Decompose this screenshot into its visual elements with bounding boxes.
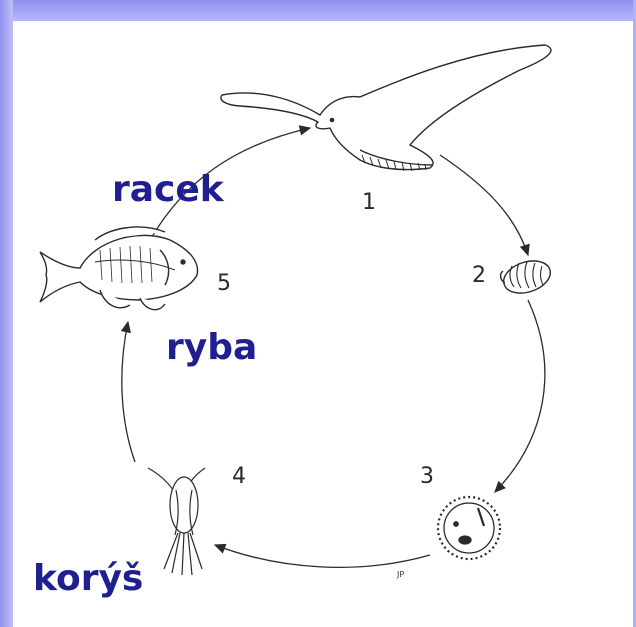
arrow-crustacean-to-fish (120, 320, 136, 463)
label-crustacean: korýš (33, 558, 144, 599)
stage-number-4: 4 (232, 464, 246, 489)
slide-frame-left (0, 0, 13, 627)
arrow-fish-to-gull (149, 125, 312, 241)
crustacean-illustration (147, 467, 206, 576)
label-gull: racek (112, 169, 224, 210)
stage-number-1: 1 (362, 190, 376, 215)
gull-illustration (220, 44, 552, 172)
slide-frame-top (0, 0, 636, 21)
fish-illustration (39, 226, 199, 311)
arrow-gull-to-egg (439, 154, 530, 257)
arrow-larva-to-crustacean (213, 543, 431, 568)
stage-number-2: 2 (472, 263, 486, 288)
arrow-egg-to-larva (494, 299, 546, 493)
artist-signature: JP (397, 570, 405, 579)
stage-number-3: 3 (420, 464, 434, 489)
egg-illustration (499, 260, 551, 294)
larva-illustration (436, 495, 502, 561)
label-fish: ryba (166, 327, 258, 368)
stage-number-5: 5 (217, 271, 231, 296)
slide-frame-right (633, 0, 636, 627)
